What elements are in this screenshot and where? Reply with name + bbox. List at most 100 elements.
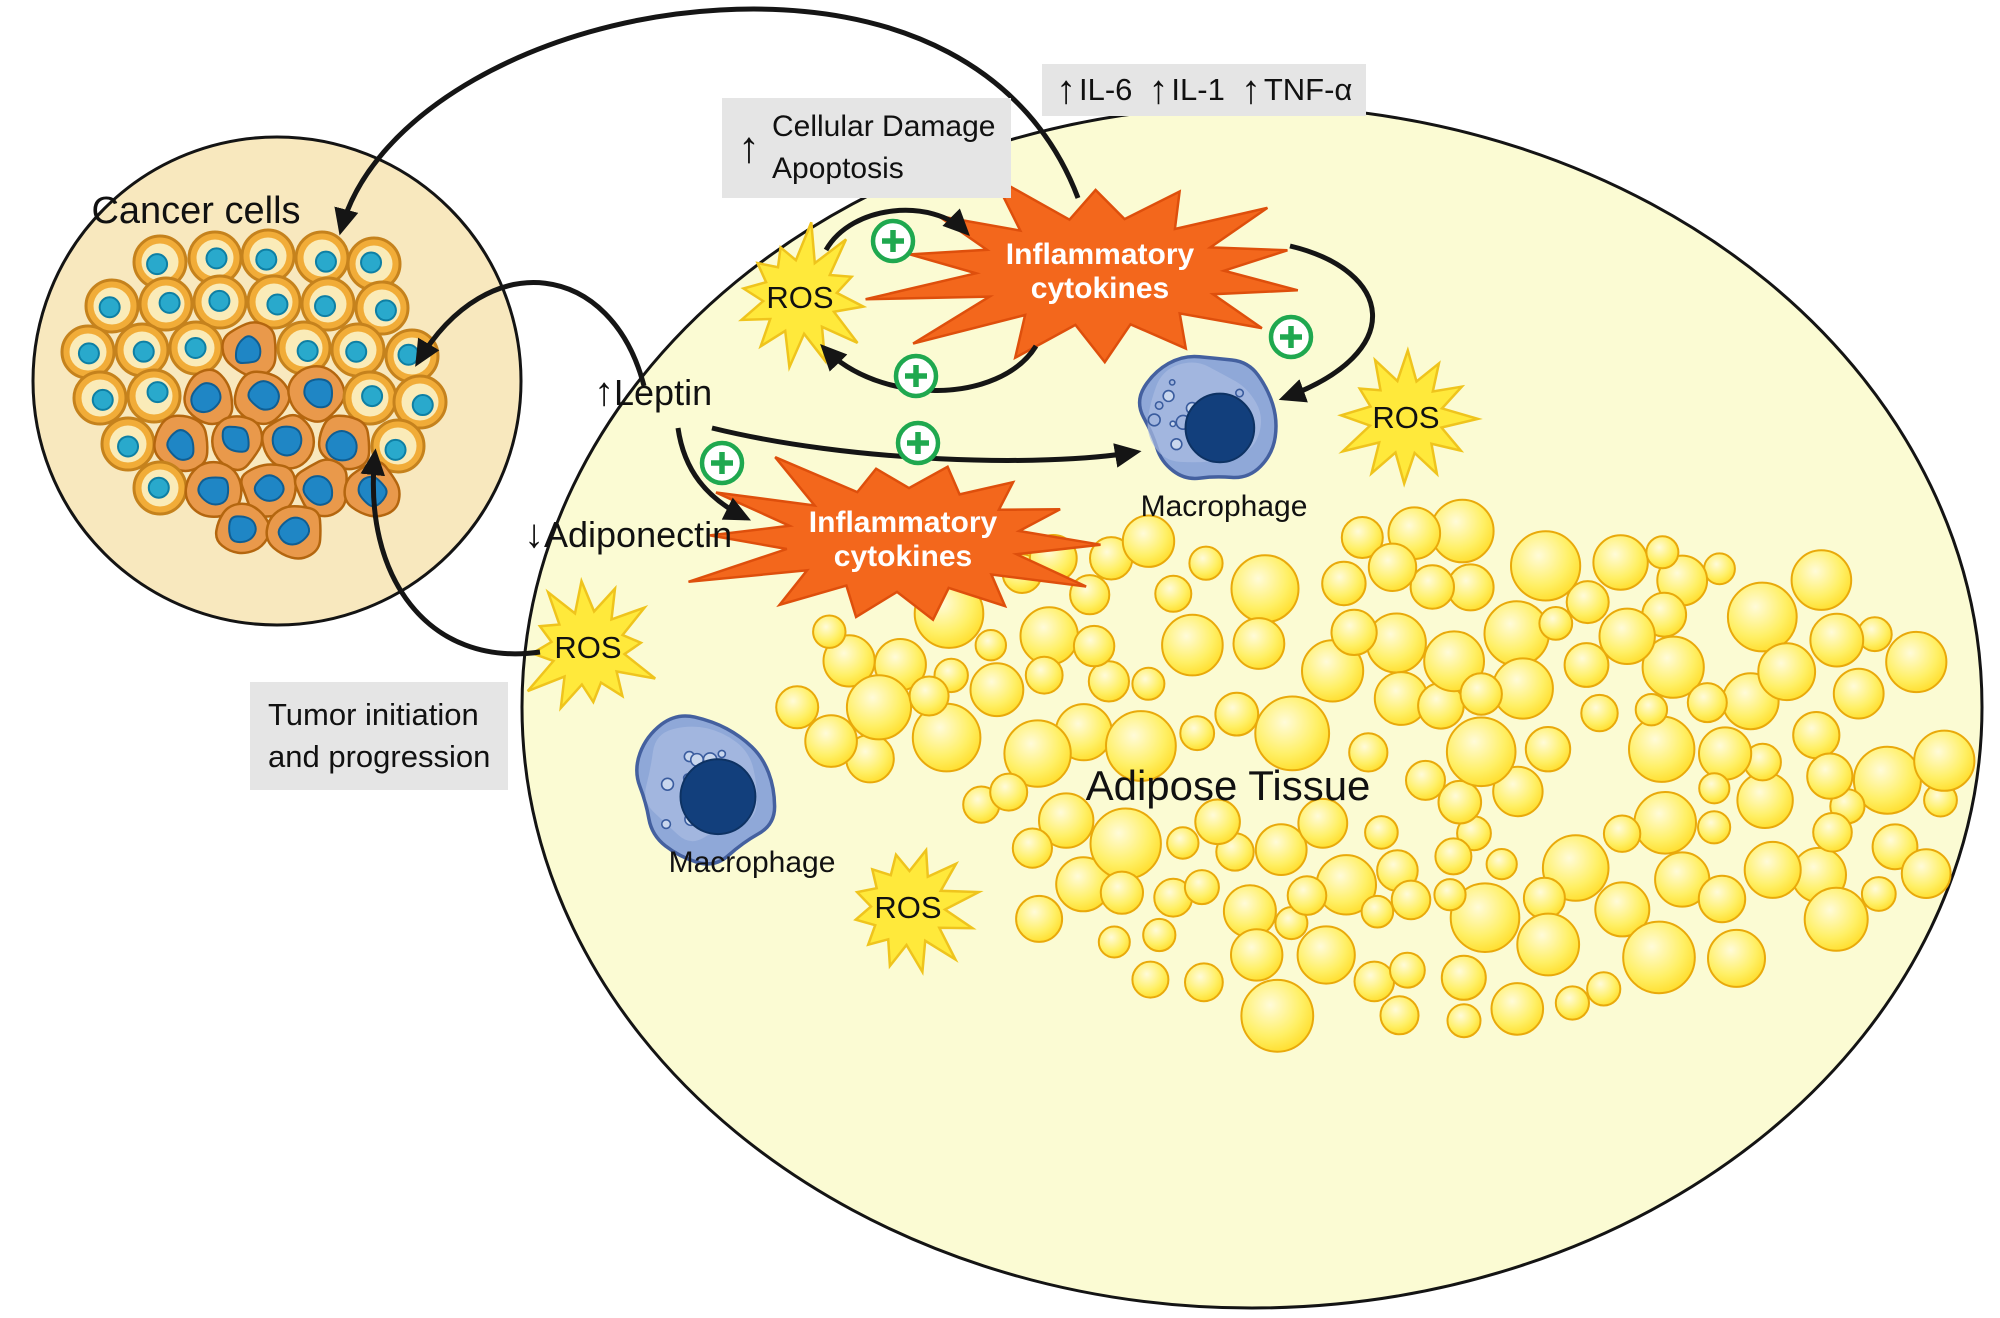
inflammatory-cytokines-starburst-lower bbox=[688, 456, 1101, 622]
adipocyte bbox=[1390, 879, 1432, 921]
adipocyte bbox=[1097, 925, 1131, 959]
adipocyte bbox=[1240, 978, 1315, 1053]
arrow-inflammatory-cytokines-to-ros bbox=[820, 343, 1039, 393]
epithelial-cell bbox=[72, 370, 128, 426]
adipocyte bbox=[1726, 581, 1798, 653]
adipocyte bbox=[989, 772, 1029, 812]
adipocyte bbox=[1405, 759, 1446, 801]
epithelial-cell bbox=[294, 230, 350, 286]
adipocyte bbox=[1634, 693, 1669, 727]
adipocyte bbox=[1792, 711, 1841, 760]
adipocyte bbox=[969, 662, 1025, 718]
adipocyte bbox=[1812, 812, 1853, 853]
adipocyte bbox=[1254, 823, 1308, 876]
adipocyte-cluster bbox=[775, 498, 1976, 1053]
adipocyte bbox=[1364, 815, 1399, 850]
epithelial-cell bbox=[240, 228, 296, 284]
adipocyte bbox=[1389, 951, 1426, 989]
epithelial-cell bbox=[132, 234, 188, 290]
epithelial-cell bbox=[392, 374, 448, 430]
adipocyte bbox=[1038, 792, 1095, 849]
adipocyte bbox=[1832, 667, 1885, 720]
arrow-ros-to-inflammatory-cytokines bbox=[823, 207, 970, 252]
epithelial-cell bbox=[100, 416, 156, 472]
adipocyte bbox=[1154, 574, 1193, 613]
adipocyte bbox=[1806, 752, 1854, 800]
adipocyte bbox=[1360, 894, 1395, 929]
adipocyte bbox=[1072, 624, 1116, 668]
adipocyte bbox=[1707, 928, 1766, 988]
epithelial-cell bbox=[84, 278, 140, 334]
adipocyte bbox=[1565, 580, 1610, 625]
epithelial-cell bbox=[114, 322, 170, 378]
adipocyte bbox=[1434, 837, 1473, 876]
adipocyte bbox=[1348, 732, 1389, 773]
epithelial-cell bbox=[330, 322, 386, 378]
adipocyte bbox=[1803, 886, 1869, 952]
adipocyte bbox=[1524, 726, 1572, 773]
adipocyte bbox=[1790, 549, 1853, 611]
adipocyte bbox=[1490, 982, 1545, 1036]
adipocyte bbox=[1485, 848, 1518, 881]
adipocyte bbox=[1024, 655, 1064, 695]
epithelial-cell bbox=[192, 274, 248, 330]
adipocyte bbox=[1286, 875, 1328, 916]
macrophage bbox=[1137, 354, 1278, 481]
tumor-cell bbox=[261, 413, 316, 470]
adipocyte bbox=[1379, 995, 1420, 1036]
adipocyte bbox=[1622, 920, 1696, 995]
adipocyte bbox=[1860, 876, 1897, 912]
adipocyte bbox=[1015, 894, 1064, 943]
adipocyte bbox=[1598, 607, 1656, 665]
adipocyte bbox=[1522, 876, 1566, 920]
plus-activation-icon bbox=[870, 218, 916, 264]
adipocyte bbox=[1089, 807, 1162, 880]
adipocyte bbox=[1900, 848, 1952, 899]
tumor-cell bbox=[317, 414, 371, 471]
adipocyte bbox=[1179, 715, 1216, 752]
macrophages bbox=[635, 354, 1278, 866]
adipocyte bbox=[1254, 695, 1331, 772]
adipocyte bbox=[1580, 693, 1619, 733]
adipocyte bbox=[1183, 869, 1220, 906]
adipocyte bbox=[1602, 814, 1642, 853]
adipocyte bbox=[1121, 514, 1176, 568]
adipocyte bbox=[1686, 682, 1728, 724]
ros-starbursts bbox=[526, 221, 1483, 976]
adipocyte bbox=[1698, 772, 1731, 805]
tumor-cell bbox=[214, 502, 271, 555]
adipocyte bbox=[1230, 554, 1300, 624]
adipocyte bbox=[1099, 870, 1145, 915]
adipocyte bbox=[974, 629, 1007, 662]
ros-starburst bbox=[526, 576, 656, 712]
adipocyte bbox=[1809, 612, 1865, 668]
tumor-cell bbox=[240, 463, 297, 518]
adipocyte bbox=[1459, 672, 1503, 716]
adipocyte bbox=[1437, 779, 1483, 825]
adipocyte bbox=[1353, 960, 1396, 1003]
ros-starburst bbox=[1337, 346, 1483, 488]
flow-arrows bbox=[334, 6, 1375, 657]
adipocyte bbox=[1516, 912, 1581, 977]
adipocyte bbox=[1105, 710, 1177, 782]
epithelial-cell bbox=[60, 324, 116, 380]
epithelial-cell bbox=[168, 320, 224, 376]
adipocyte bbox=[1446, 1003, 1482, 1039]
activation-signs bbox=[699, 218, 1314, 486]
adipocyte bbox=[1321, 560, 1367, 607]
adipocyte bbox=[1131, 666, 1166, 701]
adipocyte bbox=[1594, 881, 1651, 938]
adipocyte bbox=[1184, 962, 1224, 1003]
adipocyte bbox=[775, 685, 820, 730]
arrow-cytokines-to-cancer-cells bbox=[334, 6, 1081, 236]
adipocyte bbox=[1340, 516, 1384, 559]
tumor-cell bbox=[221, 321, 277, 379]
tumor-cell bbox=[293, 458, 348, 518]
adipocyte bbox=[1232, 617, 1286, 670]
arrow-leptin-to-inflammatory-cytokines-2 bbox=[675, 427, 752, 521]
plus-activation-icon bbox=[893, 353, 939, 399]
adipocyte bbox=[1563, 642, 1610, 688]
adipocyte bbox=[1433, 878, 1467, 912]
adipocyte bbox=[1743, 840, 1802, 899]
